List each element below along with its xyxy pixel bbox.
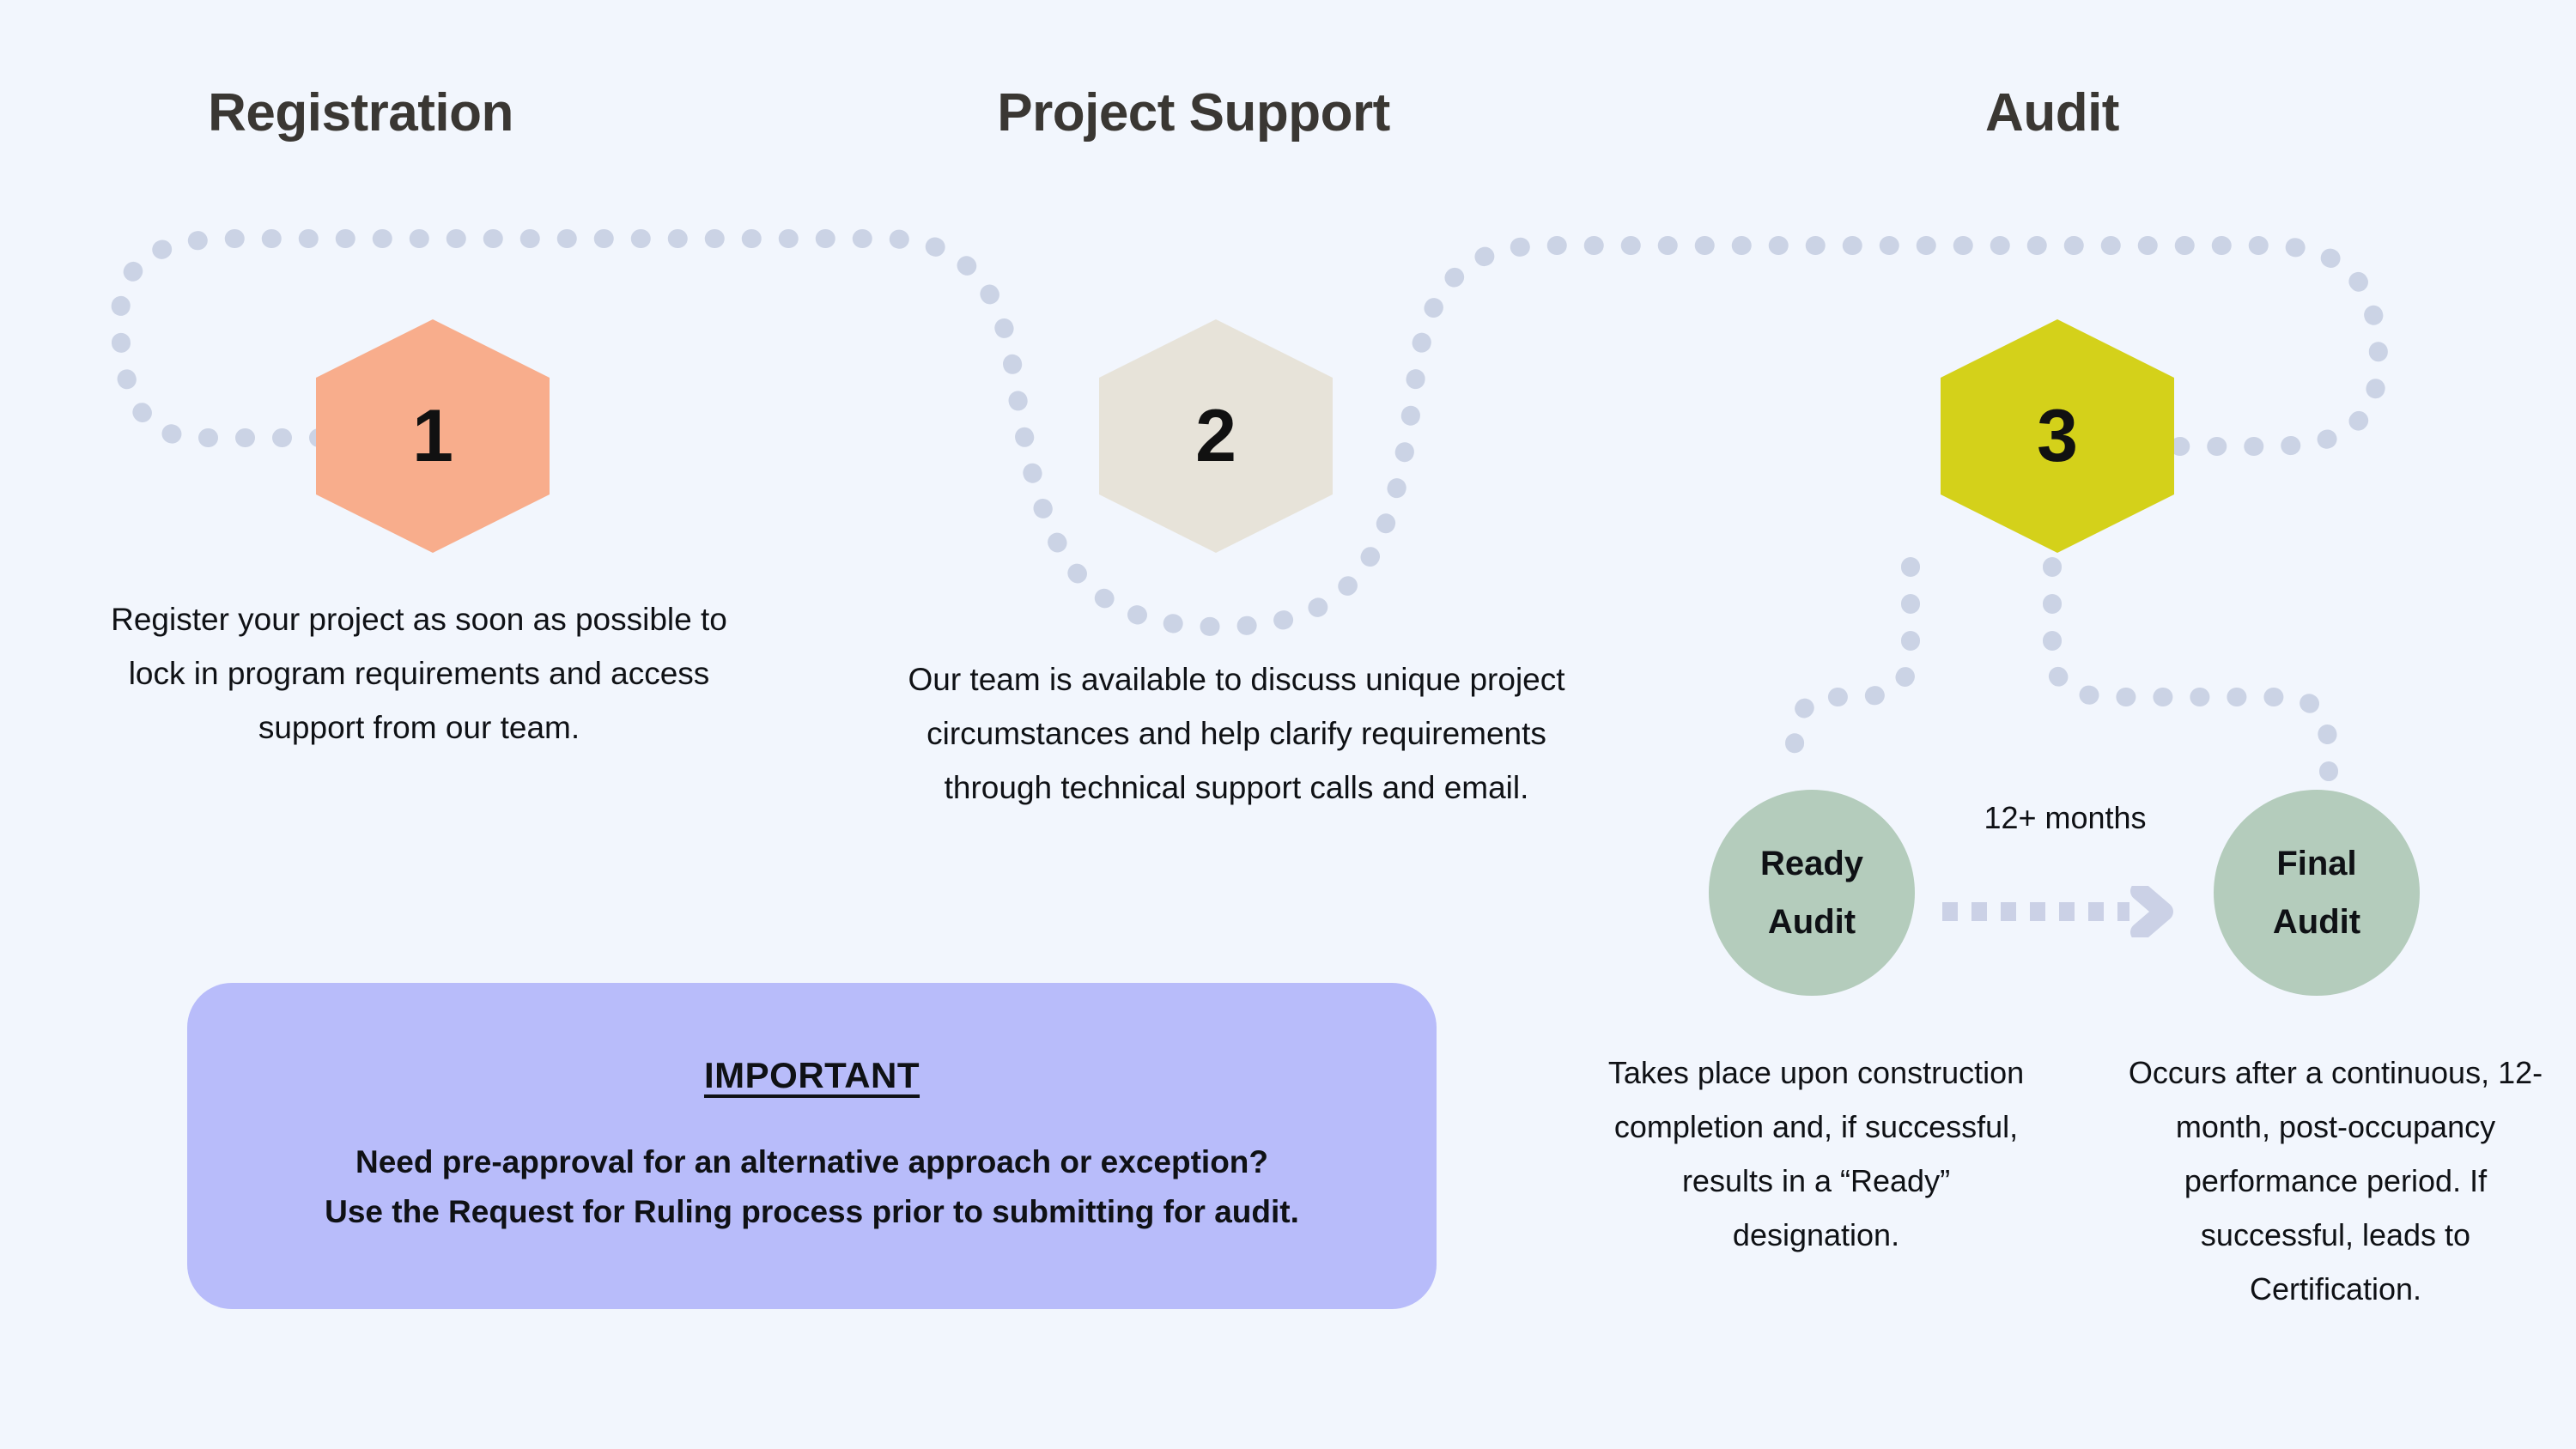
final-audit-label-line1: Final [2276, 845, 2357, 882]
column-body-registration: Register your project as soon as possibl… [111, 602, 727, 745]
final-audit-label-line2: Audit [2272, 903, 2361, 941]
column-heading-audit: Audit [1985, 83, 2119, 142]
ready-audit-label-line2: Audit [1767, 903, 1856, 941]
step-number-3: 3 [2037, 395, 2078, 477]
important-line-2: Use the Request for Ruling process prior… [325, 1194, 1299, 1229]
ready-audit-node: Ready Audit [1709, 790, 1915, 996]
transition-duration-label: 12+ months [1984, 800, 2147, 835]
final-audit-caption: Occurs after a continuous, 12-month, pos… [2128, 1055, 2543, 1307]
ready-audit-caption: Takes place upon construction completion… [1607, 1055, 2025, 1252]
important-callout: IMPORTANT Need pre-approval for an alter… [187, 983, 1437, 1309]
step-hexagon-1: 1 [316, 319, 550, 553]
arrow-right-dashed-icon [1942, 886, 2173, 937]
column-heading-project-support: Project Support [997, 83, 1390, 142]
hexagon-shape-2 [1099, 319, 1333, 553]
important-title: IMPORTANT [703, 1055, 920, 1095]
important-line-1: Need pre-approval for an alternative app… [355, 1144, 1268, 1179]
column-body-project-support: Our team is available to discuss unique … [908, 662, 1565, 805]
step-number-2: 2 [1195, 395, 1236, 477]
final-audit-node: Final Audit [2214, 790, 2420, 996]
step-hexagon-2: 2 [1099, 319, 1333, 553]
column-heading-registration: Registration [208, 83, 513, 142]
ready-audit-label-line1: Ready [1759, 845, 1864, 882]
step-hexagon-3: 3 [1941, 319, 2174, 553]
step-number-1: 1 [412, 395, 453, 477]
